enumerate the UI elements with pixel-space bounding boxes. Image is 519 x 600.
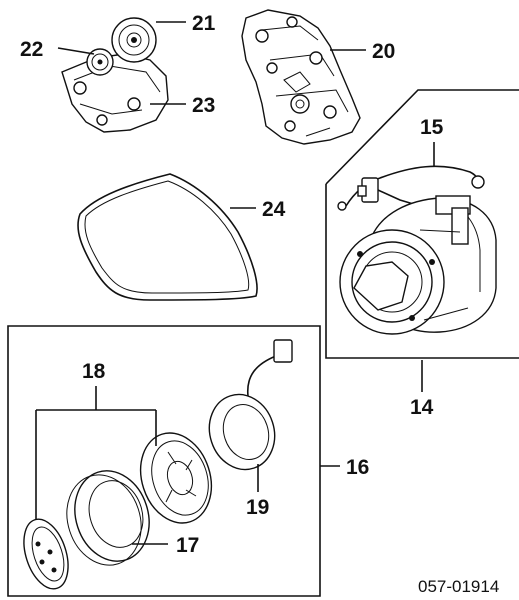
compressor-box — [325, 89, 519, 359]
callout-14: 14 — [410, 396, 434, 419]
tensioner-assembly — [61, 53, 169, 133]
drive-belt-part-24 — [77, 173, 258, 301]
callout-17: 17 — [176, 534, 199, 557]
callout-24: 24 — [262, 198, 286, 221]
callout-23: 23 — [192, 94, 215, 117]
callout-15: 15 — [420, 116, 444, 139]
ac-compressor-part-14 — [339, 195, 497, 335]
idler-pulley-part-21 — [111, 17, 157, 63]
reference-code: 057-01914 — [418, 577, 499, 596]
clutch-rotor-part-18 — [139, 432, 213, 524]
idler-pulley-part-22 — [86, 48, 114, 76]
compressor-bracket-part-20 — [241, 9, 361, 145]
callout-18: 18 — [82, 360, 106, 383]
callout-16: 16 — [346, 456, 369, 479]
callout-20: 20 — [372, 40, 395, 63]
clutch-box — [7, 325, 321, 597]
leader-lines — [35, 21, 435, 545]
pressure-plate-part-18 — [23, 518, 69, 590]
wiring-harness-part-15 — [337, 165, 485, 211]
callout-19: 19 — [246, 496, 269, 519]
pulley-part-17 — [66, 470, 150, 566]
callout-21: 21 — [192, 12, 216, 35]
field-coil-part-19 — [208, 339, 293, 471]
callout-22: 22 — [20, 38, 43, 61]
